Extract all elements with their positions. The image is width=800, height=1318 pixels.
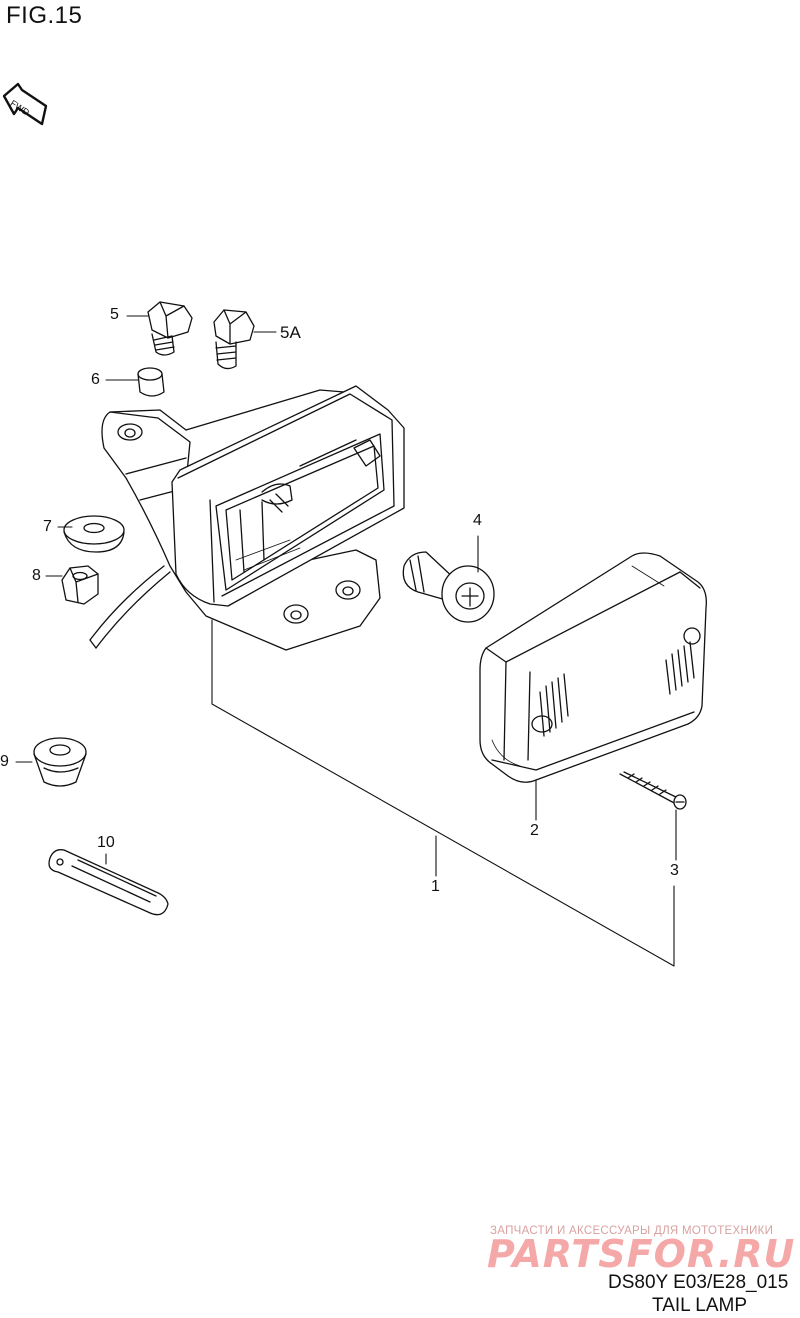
callout-1: 1 — [431, 878, 440, 895]
callout-5: 5 — [110, 306, 119, 323]
screw-3-part — [619, 771, 687, 810]
bolt-5a-part — [213, 309, 255, 370]
wire-part — [89, 565, 171, 649]
figure-code: DS80Y E03/E28_015 — [608, 1272, 789, 1293]
bulb-4-part — [402, 551, 495, 623]
lamp-housing-part — [101, 385, 405, 651]
collar-6-part — [137, 367, 165, 397]
callout-3: 3 — [670, 862, 679, 879]
lamp-lens-part — [479, 552, 707, 783]
grommet-9-part — [33, 737, 87, 787]
watermark-tagline: ЗАПЧАСТИ И АКСЕССУАРЫ ДЛЯ МОТОТЕХНИКИ — [490, 1225, 774, 1237]
callout-9: 9 — [0, 753, 9, 770]
nut-8-part — [61, 565, 99, 605]
callout-5a: 5A — [280, 323, 301, 342]
callout-6: 6 — [91, 371, 100, 388]
watermark-logo: PARTSFOR.RU — [487, 1232, 796, 1276]
figure-title: FIG.15 — [6, 2, 83, 29]
bolt-5-part — [147, 301, 193, 356]
callout-2: 2 — [530, 822, 539, 839]
leader-lines — [15, 315, 677, 967]
callout-7: 7 — [43, 518, 52, 535]
figure-caption: TAIL LAMP — [652, 1295, 748, 1316]
clamp-10-part — [48, 849, 169, 916]
callout-4: 4 — [473, 512, 482, 529]
callout-8: 8 — [32, 567, 41, 584]
washer-7-part — [63, 515, 125, 553]
callout-10: 10 — [97, 834, 115, 851]
fwd-arrow-icon — [2, 82, 48, 126]
